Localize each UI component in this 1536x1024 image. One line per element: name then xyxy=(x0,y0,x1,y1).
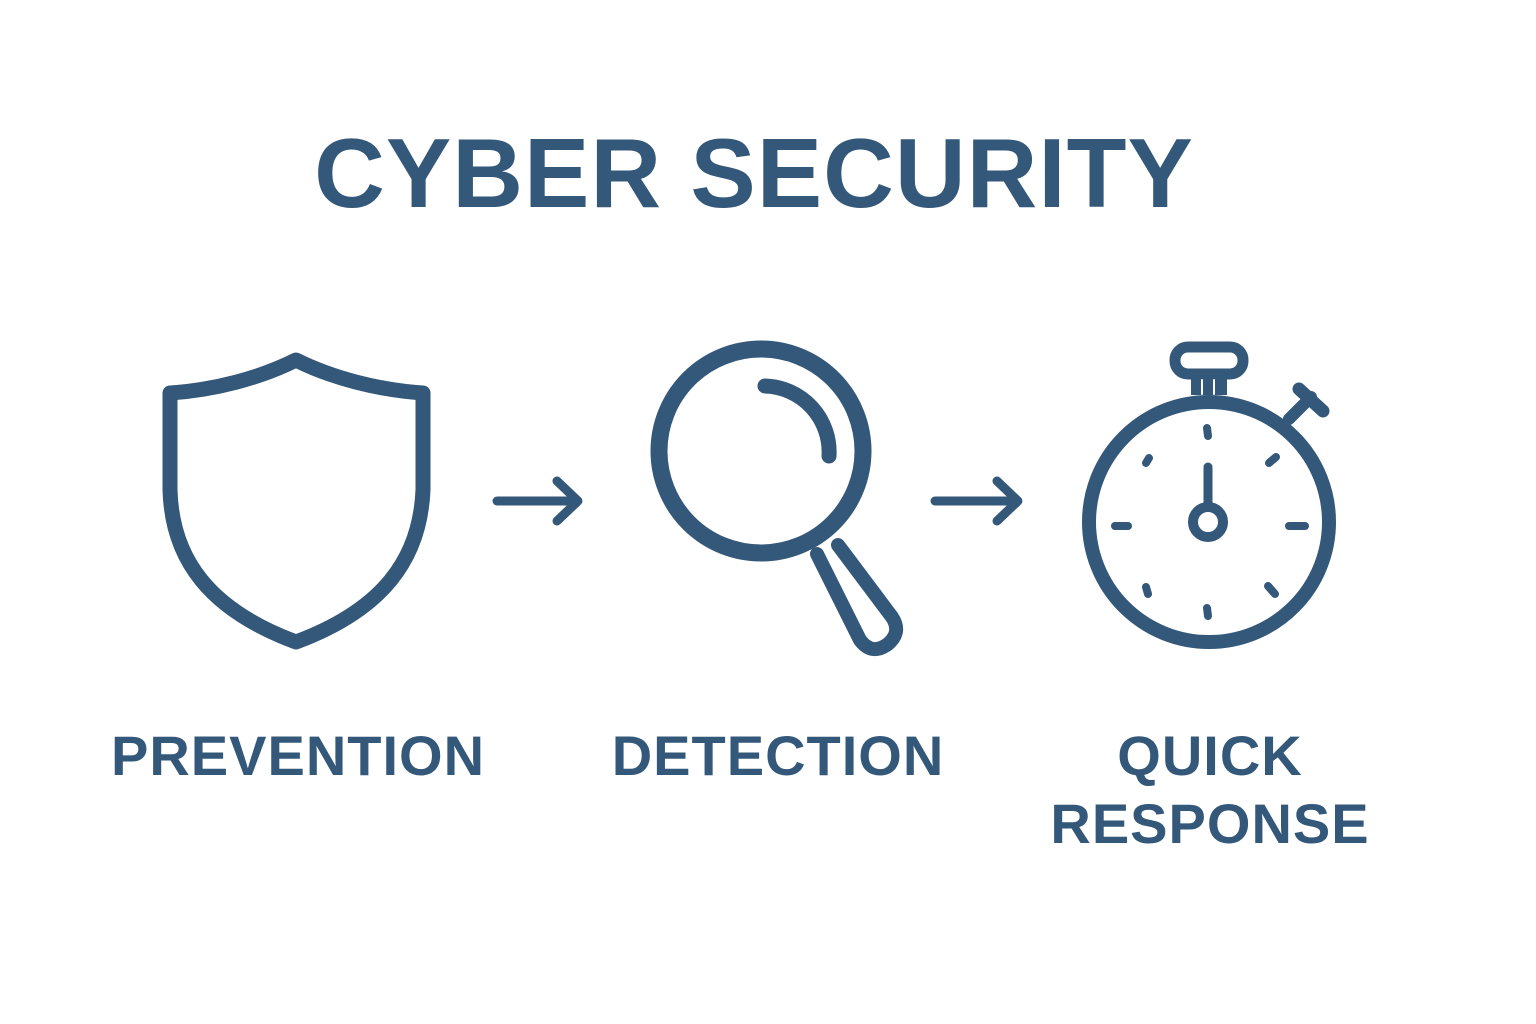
arrow-right-icon xyxy=(492,476,583,526)
step-label-prevention: PREVENTION xyxy=(110,724,486,787)
shield-icon xyxy=(162,352,431,650)
diagram-title: CYBER SECURITY xyxy=(314,118,1194,228)
step-label-quick-response: QUICK RESPONSE xyxy=(1010,722,1410,858)
step-label-line: RESPONSE xyxy=(1050,792,1370,855)
arrow-right-icon xyxy=(930,476,1023,526)
magnifying-glass-icon xyxy=(650,340,904,657)
step-label-detection: DETECTION xyxy=(611,724,945,787)
step-label-line: QUICK xyxy=(1117,724,1303,787)
stopwatch-icon xyxy=(1082,341,1336,649)
